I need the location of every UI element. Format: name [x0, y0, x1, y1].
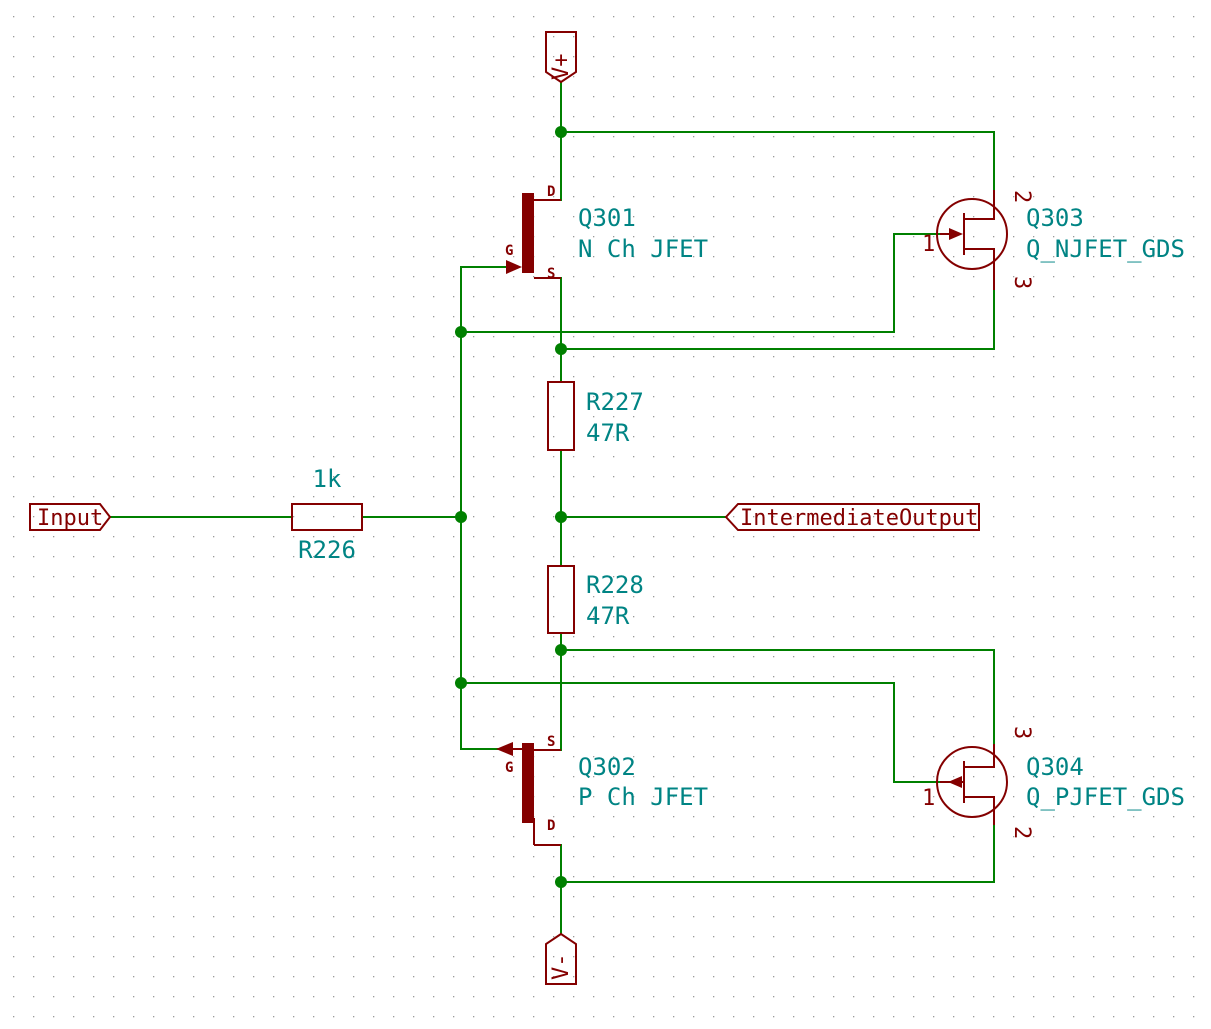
transistor-q301[interactable]: D S G Q301 N Ch JFET: [505, 184, 708, 282]
q304-gate-arrow: [948, 776, 962, 788]
vminus-label: V-: [549, 954, 574, 981]
junction-dot: [455, 511, 467, 523]
q302-gate-arrow: [496, 742, 513, 756]
q303-envelope: [936, 198, 1008, 270]
wire-q304-gate[interactable]: [460, 682, 941, 783]
r226-ref: R226: [298, 536, 356, 564]
q304-value: Q_PJFET_GDS: [1026, 783, 1185, 811]
junction-dot: [455, 677, 467, 689]
wire-q304-pin3[interactable]: [560, 649, 995, 745]
r226-value: 1k: [313, 465, 342, 493]
resistor-r227[interactable]: R227 47R: [547, 381, 644, 451]
power-vminus[interactable]: V-: [545, 932, 577, 985]
q301-value: N Ch JFET: [578, 235, 708, 263]
q301-pin-g: G: [505, 243, 513, 259]
wire-q303-pin3[interactable]: [560, 289, 995, 350]
junctions: [455, 126, 567, 888]
q303-pin1: 1: [922, 232, 935, 257]
q304-envelope: [936, 746, 1008, 818]
junction-dot: [555, 644, 567, 656]
r228-value: 47R: [586, 602, 630, 630]
q303-pin2: 2: [1009, 190, 1034, 203]
q304-pin3: 3: [1009, 726, 1034, 739]
vminus-symbol: [545, 932, 577, 985]
q301-gate-arrow: [506, 260, 522, 274]
transistor-q302[interactable]: S G D Q302 P Ch JFET: [496, 734, 708, 846]
wire-q303-gate[interactable]: [460, 233, 941, 333]
q303-value: Q_NJFET_GDS: [1026, 235, 1185, 263]
q303-pin3: 3: [1009, 276, 1034, 289]
input-port-shape: [29, 503, 112, 531]
transistor-q304[interactable]: 1 3 2 Q304 Q_PJFET_GDS: [922, 726, 1185, 839]
resistor-r228[interactable]: R228 47R: [547, 565, 644, 634]
port-intermediate-output[interactable]: IntermediateOutput: [724, 503, 980, 531]
r227-ref: R227: [586, 388, 644, 416]
junction-dot: [555, 511, 567, 523]
junction-dot: [455, 326, 467, 338]
q304-pin2: 2: [1009, 826, 1034, 839]
junction-dot: [555, 876, 567, 888]
r227-value: 47R: [586, 419, 630, 447]
q302-pin-s: S: [547, 734, 555, 750]
output-port-label: IntermediateOutput: [740, 506, 978, 531]
q302-pin-d: D: [547, 818, 555, 834]
input-port-label: Input: [37, 506, 103, 531]
r228-ref: R228: [586, 571, 644, 599]
q304-ref: Q304: [1026, 753, 1084, 781]
q302-value: P Ch JFET: [578, 783, 708, 811]
wire-q304-pin2[interactable]: [560, 824, 995, 883]
q301-pin-d: D: [547, 184, 555, 200]
power-vplus[interactable]: V+: [545, 31, 577, 84]
resistor-r226[interactable]: 1k R226: [291, 465, 363, 564]
q301-pin-s: S: [547, 266, 555, 282]
q303-drain: [964, 190, 995, 220]
junction-dot: [555, 343, 567, 355]
q302-pin-g: G: [505, 760, 513, 776]
q301-ref: Q301: [578, 204, 636, 232]
r226-body: [291, 503, 363, 531]
junction-dot: [555, 126, 567, 138]
vplus-symbol: [545, 31, 577, 84]
q303-ref: Q303: [1026, 204, 1084, 232]
q302-ref: Q302: [578, 753, 636, 781]
q303-gate-arrow: [949, 228, 963, 240]
transistor-q303[interactable]: 1 2 3 Q303 Q_NJFET_GDS: [922, 190, 1185, 290]
r227-body: [547, 381, 575, 451]
q304-pin1: 1: [922, 786, 935, 811]
port-input[interactable]: Input: [29, 503, 112, 531]
wire-vplus-to-q303-pin2[interactable]: [560, 131, 995, 191]
output-port-shape: [724, 503, 980, 531]
r228-body: [547, 565, 575, 634]
q304-source: [964, 744, 995, 768]
vplus-label: V+: [549, 54, 574, 81]
q302-drain-lead: [533, 818, 561, 846]
q303-source: [964, 248, 995, 290]
q304-drain: [964, 796, 995, 825]
